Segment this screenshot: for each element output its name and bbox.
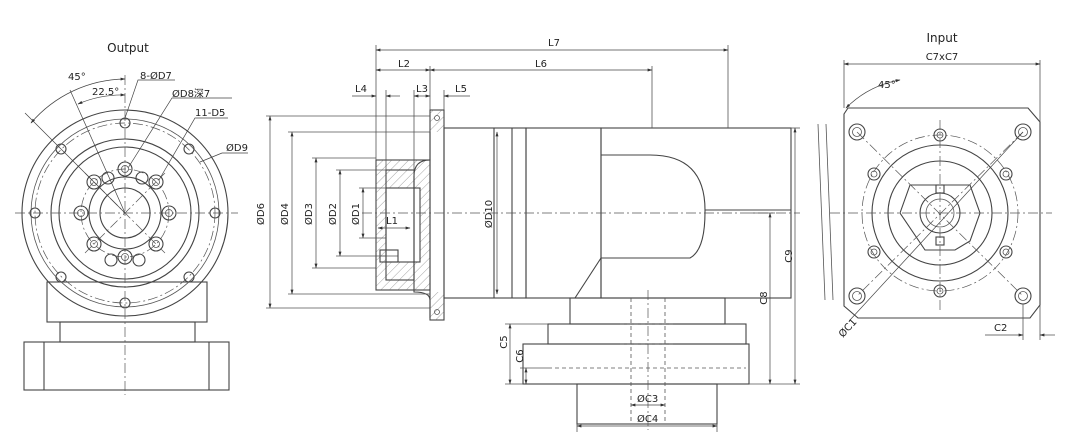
c5-label: C5 <box>499 335 510 348</box>
l5-label: L5 <box>455 84 467 95</box>
l1-label: L1 <box>386 216 398 227</box>
d10-label: ØD10 <box>483 200 495 228</box>
side-diameter-dims <box>266 115 499 309</box>
input-edge-line-2 <box>825 123 834 301</box>
output-view-title: Output <box>107 41 149 55</box>
l4-label: L4 <box>355 84 367 95</box>
input-angle-arc <box>845 79 901 109</box>
l2-label: L2 <box>398 59 410 70</box>
c1-leader <box>849 131 1024 321</box>
c1-label: ØC1 <box>836 316 859 340</box>
output-angle-22-5-label: 22.5° <box>92 87 119 98</box>
input-edge-line-1 <box>817 123 826 301</box>
c9-label: C9 <box>784 249 795 262</box>
c2-label: C2 <box>994 323 1007 334</box>
l3-label: L3 <box>416 84 428 95</box>
d2-label: ØD2 <box>327 203 339 225</box>
d6-label: ØD6 <box>255 203 267 225</box>
side-input-section <box>522 290 750 430</box>
hole-8-d7-label: 8-ØD7 <box>140 70 172 82</box>
d4-label: ØD4 <box>279 203 291 225</box>
input-diag-centerline-2 <box>856 131 1024 297</box>
d3-label: ØD3 <box>303 203 315 225</box>
hole-11-d5-label: 11-D5 <box>195 108 225 119</box>
dia-d9-label: ØD9 <box>226 142 248 154</box>
output-angle-45-label: 45° <box>68 72 86 83</box>
c8-label: C8 <box>759 291 770 304</box>
hole-d8-label: ØD8深7 <box>172 88 210 100</box>
input-corner-holes <box>848 123 1032 305</box>
side-view: ØD6 ØD4 ØD3 ØD2 ØD1 ØD10 L1 L7 L2 L6 L4 … <box>255 38 800 432</box>
output-base <box>23 281 230 391</box>
d1-label: ØD1 <box>350 203 362 225</box>
c6-label: C6 <box>515 349 526 362</box>
output-view: Output <box>15 41 248 395</box>
input-angle-45-label: 45° <box>878 80 896 91</box>
c4-label: ØC4 <box>637 413 658 425</box>
input-view-title: Input <box>926 31 957 45</box>
input-view: Input <box>817 31 1055 340</box>
output-outer-holes <box>29 117 221 309</box>
side-length-dims <box>352 45 729 176</box>
l7-label: L7 <box>548 38 560 49</box>
output-inner-holes <box>73 161 177 267</box>
c7xc7-label: C7xC7 <box>926 52 959 63</box>
c3-label: ØC3 <box>637 393 658 405</box>
input-flange <box>843 107 1041 319</box>
side-height-dims <box>505 127 800 385</box>
side-bottom-dims <box>576 403 718 432</box>
l6-label: L6 <box>535 59 547 70</box>
